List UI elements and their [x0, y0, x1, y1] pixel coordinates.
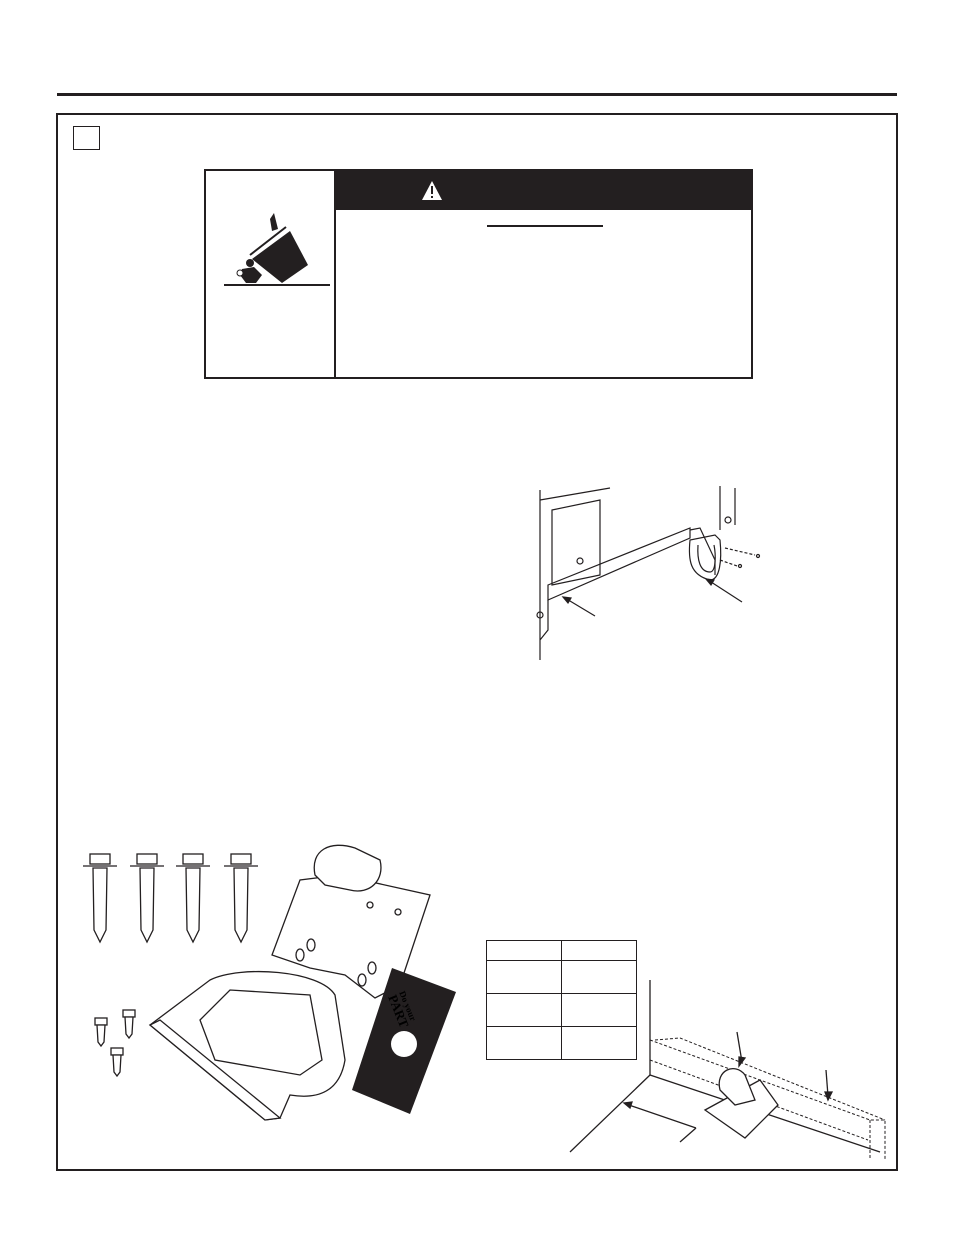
long-screw-icon — [176, 853, 210, 944]
dimension-table — [486, 940, 637, 1060]
long-screw-icon — [130, 853, 164, 944]
warning-header — [336, 171, 751, 210]
long-screw-icon — [83, 853, 117, 944]
floor-bracket-icon — [271, 844, 431, 999]
warning-box — [204, 169, 753, 379]
short-screw-icon — [110, 1047, 124, 1078]
header-rule — [57, 93, 897, 96]
long-screw-icon — [224, 853, 258, 944]
short-screw-icon — [94, 1017, 108, 1048]
tip-over-hazard-icon — [224, 213, 330, 286]
step-number-box — [73, 126, 100, 150]
step-frame — [56, 113, 898, 1171]
do-your-part-card: Do your PART — [352, 968, 456, 1114]
wall-bracket-icon — [148, 971, 346, 1121]
warning-title-underline — [487, 225, 603, 227]
short-screw-icon — [122, 1009, 136, 1040]
warning-triangle-icon — [422, 181, 442, 200]
warning-illustration-panel — [206, 171, 336, 377]
